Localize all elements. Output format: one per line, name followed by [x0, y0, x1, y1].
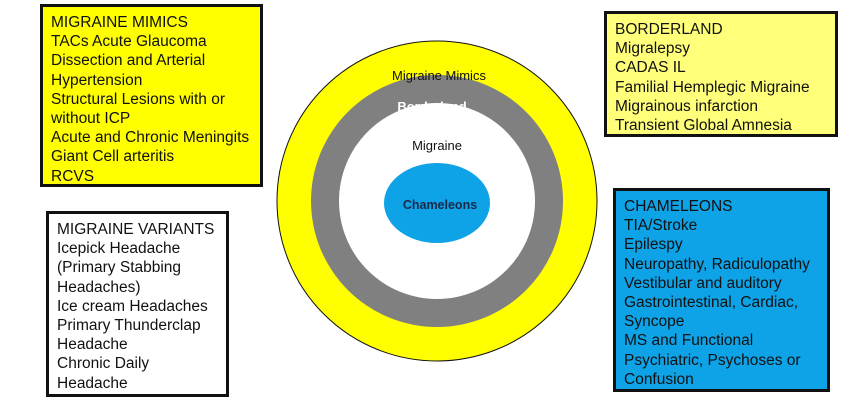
box-list-item: without ICP [51, 110, 131, 128]
box-list-item: Ice cream Headaches [57, 297, 208, 315]
box-list-item: MS and Functional [624, 332, 754, 350]
box-list-item: Hypertension [51, 71, 143, 89]
box-list-item: (Primary Stabbing [57, 259, 182, 277]
box-heading: CHAMELEONS [624, 198, 733, 215]
box-list-item: Structural Lesions with or [51, 90, 226, 108]
box-list-item: Vestibular and auditory [624, 274, 782, 292]
box-list-item: Migrainous infarction [615, 97, 759, 115]
box-list-item: TIA/Stroke [624, 217, 698, 235]
box-list-item: Headaches) [57, 278, 141, 296]
box-list-item: Chronic Daily [57, 355, 150, 373]
migraine-variants-box: MIGRAINE VARIANTS Icepick Headache(Prima… [46, 211, 229, 397]
box-list-item: Familial Hemplegic Migraine [615, 78, 810, 96]
borderland-label: Borderland [397, 99, 467, 114]
box-list-item: Icepick Headache [57, 240, 181, 258]
box-list-item: Epilespy [624, 236, 683, 254]
box-list-item: Confusion [624, 370, 694, 388]
box-list-item: Primary Thunderclap [57, 317, 201, 335]
chameleons-core [384, 163, 490, 243]
box-heading: MIGRAINE MIMICS [51, 14, 188, 31]
box-list-item: Gastrointestinal, Cardiac, [624, 294, 799, 312]
box-list-item: TACs Acute Glaucoma [51, 33, 207, 51]
box-list-item: Syncope [624, 313, 685, 331]
box-list-item: Migralepsy [615, 40, 690, 58]
migraine-mimics-label: Migraine Mimics [392, 68, 486, 83]
box-list-item: RCVS [51, 167, 95, 185]
chameleons-label: Chameleons [402, 198, 478, 212]
box-list-item: Transient Global Amnesia [615, 117, 792, 135]
box-heading: MIGRAINE VARIANTS [57, 221, 215, 238]
box-list-item: Headache [57, 374, 128, 392]
box-list-item: Headache [57, 336, 128, 354]
box-list-item: Acute and Chronic Meningits [51, 129, 250, 147]
box-list-item: Giant Cell arteritis [51, 148, 175, 166]
box-list-item: Psychiatric, Psychoses or [624, 351, 801, 369]
migraine-label: Migraine [412, 138, 462, 153]
box-list-item: CADAS IL [615, 59, 686, 77]
box-heading: BORDERLAND [615, 21, 723, 38]
box-list-item: Neuropathy, Radiculopathy [624, 255, 810, 273]
box-list-item: Dissection and Arterial [51, 52, 206, 70]
